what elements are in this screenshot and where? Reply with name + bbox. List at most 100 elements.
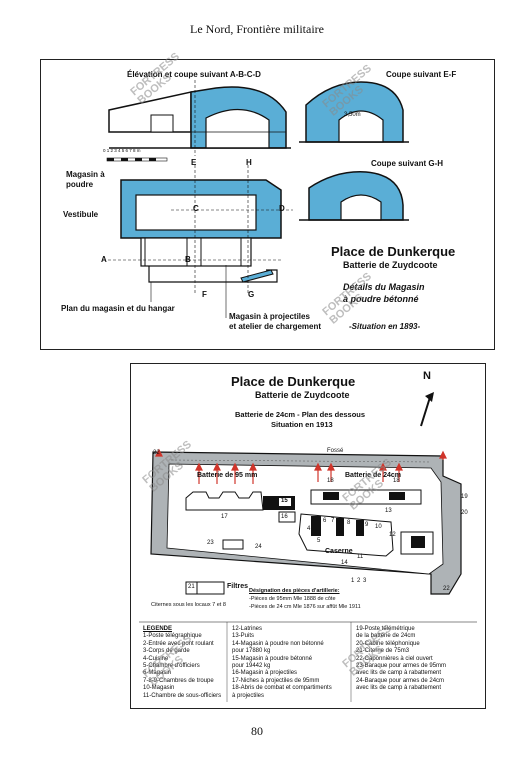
fig2-subtitle: Batterie de Zuydcoote	[255, 390, 350, 400]
letter-f: F	[202, 290, 207, 299]
legend-column-3: 19-Poste télémétrique de la batterie de …	[356, 626, 446, 693]
legend-item: 1-Poste télégraphique	[143, 633, 202, 640]
legend-item: 16-Magasin à projectiles	[232, 670, 298, 677]
magasin-label-1: Magasin à	[66, 170, 105, 179]
north-label: N	[423, 370, 431, 382]
legend-item: 5-Chambre d'officiers	[143, 663, 200, 670]
legend-item: avec lits de camp à rabattement	[356, 685, 442, 692]
room-number: 18	[393, 478, 400, 484]
legend-column-2: 12-Latrines 13-Puits 14-Magasin à poudre…	[232, 626, 332, 700]
room-number: 20	[461, 510, 468, 516]
legend-item: 22-Caponnières à ciel ouvert	[356, 655, 433, 662]
legend-item: 18-Abris de combat et compartiments	[232, 685, 332, 692]
scale-bar	[106, 157, 168, 162]
plan-title-1: Batterie de 24cm - Plan des dessous	[235, 410, 366, 419]
legend-item: 3-Corps de garde	[143, 648, 190, 655]
room-number: 24	[255, 544, 262, 550]
room-number: 4	[307, 526, 311, 532]
elevation-label: Élévation et coupe suivant A-B-C-D	[127, 70, 261, 79]
plan-title-2: Situation en 1913	[271, 420, 333, 429]
legend-item: 23-Baraque pour armes de 95mm	[356, 663, 447, 670]
room-number: 13	[385, 508, 392, 514]
legend-item: 20-Cabine téléphonique	[356, 640, 420, 647]
elevation-drawing	[108, 80, 291, 156]
room-number: 10	[375, 524, 382, 530]
fig1-subtitle: Batterie de Zuydcoote	[343, 260, 438, 270]
letter-a: A	[101, 255, 107, 264]
room-number: 11	[357, 554, 364, 560]
room-number: 18	[327, 478, 334, 484]
legend-item: 11-Chambre de sous-officiers	[143, 692, 222, 699]
batterie-24-label: Batterie de 24cm	[345, 472, 402, 479]
legend-item: avec lits de camp à rabattement	[356, 670, 442, 677]
coupe-ef-dimension: 3,50m	[344, 112, 361, 118]
room-number: 5	[317, 538, 321, 544]
legend-item: 19-Poste télémétrique	[356, 626, 415, 632]
legend-item: pour 17880 kg	[232, 648, 271, 655]
letter-e-top: E	[191, 158, 197, 167]
section-ef-drawing	[299, 81, 409, 143]
room-number: 23	[207, 540, 214, 546]
legend-item: 15-Magasin à poudre bétonné	[232, 655, 313, 662]
designation-2: -Pièces de 24 cm Mle 1876 sur affût Mle …	[249, 604, 361, 610]
room-number: 6	[323, 518, 327, 524]
room-number: 7	[331, 518, 335, 524]
battery-plan-drawing	[139, 392, 477, 702]
running-header: Le Nord, Frontière militaire	[190, 22, 324, 36]
legend-title: LEGENDE	[143, 626, 173, 632]
legend-item: à projectiles	[232, 692, 265, 699]
page-number: 80	[251, 724, 263, 738]
vestibule-label: Vestibule	[63, 210, 99, 219]
legend-item: 14-Magasin à poudre non bétonné	[232, 640, 324, 647]
coupe-ef-label: Coupe suivant E-F	[386, 70, 457, 79]
legend-item: de la batterie de 24cm	[356, 633, 416, 640]
legend-item: 17-Niches à projectiles de 95mm	[232, 677, 320, 684]
legend-item: 4-Cuisine	[143, 655, 169, 662]
legend-item: 21-Citerne de 75m3	[356, 648, 410, 655]
room-number: 9	[365, 522, 369, 528]
room-number: 14	[341, 560, 348, 566]
room-number: 3	[363, 578, 367, 584]
magazine-drawings	[103, 80, 409, 318]
room-number: 1	[351, 578, 355, 584]
letter-b: B	[185, 255, 191, 264]
filtres-label: Filtres	[227, 583, 249, 590]
filtres-number: 21	[188, 584, 195, 590]
legend-item: 24-Baraque pour armes de 24cm	[356, 677, 445, 684]
section-gh-drawing	[299, 171, 409, 221]
citernes-label: Citernes sous les locaux 7 et 8	[151, 602, 226, 608]
caserne-label: Caserne	[325, 548, 353, 555]
fig2-title: Place de Dunkerque	[231, 374, 356, 389]
figure-powder-magazine: Élévation et coupe suivant A-B-C-D Coupe…	[40, 51, 495, 350]
room-number: 8	[347, 520, 351, 526]
legend-item: 13-Puits	[232, 633, 255, 640]
room-number: 19	[461, 494, 468, 500]
coupe-gh-label: Coupe suivant G-H	[371, 159, 444, 168]
fig1-title: Place de Dunkerque	[331, 244, 456, 259]
legend-item: 2-Entrée avec pont roulant	[143, 640, 214, 647]
plan-drawing	[103, 165, 293, 318]
batterie-95-label: Batterie de 95 mm	[197, 472, 258, 479]
legend-item: pour 19442 kg	[232, 663, 271, 670]
room-number: 17	[221, 514, 228, 520]
fig1-situation: -Situation en 1893-	[349, 322, 421, 331]
scale-label: 0 1 2 3 4 5 6 7 8 m	[103, 148, 141, 153]
legend-item: 6-Magasin	[143, 670, 172, 677]
fig1-detail-2: à poudre bétonné	[343, 294, 419, 304]
plan-label: Plan du magasin et du hangar	[61, 304, 175, 313]
room-number: 15	[281, 498, 288, 504]
room-number: 22	[443, 586, 450, 592]
legend-item: 7-8-9-Chambres de troupe	[143, 677, 214, 684]
legend-column-1: LEGENDE 1-Poste télégraphique 2-Entrée a…	[143, 626, 221, 700]
projectiles-label-2: et atelier de chargement	[229, 322, 322, 331]
room-number: 2	[357, 578, 361, 584]
letter-g: G	[248, 290, 255, 299]
magasin-label-2: poudre	[66, 180, 94, 189]
fosse-label: Fossé	[327, 448, 344, 454]
letter-h: H	[246, 158, 252, 167]
letter-c: C	[193, 204, 199, 213]
figure-battery-plan: Place de Dunkerque Batterie de Zuydcoote…	[130, 363, 486, 709]
legend-item: 10-Magasin	[143, 685, 175, 692]
letter-d: D	[279, 204, 285, 213]
projectiles-label-1: Magasin à projectiles	[229, 312, 310, 321]
